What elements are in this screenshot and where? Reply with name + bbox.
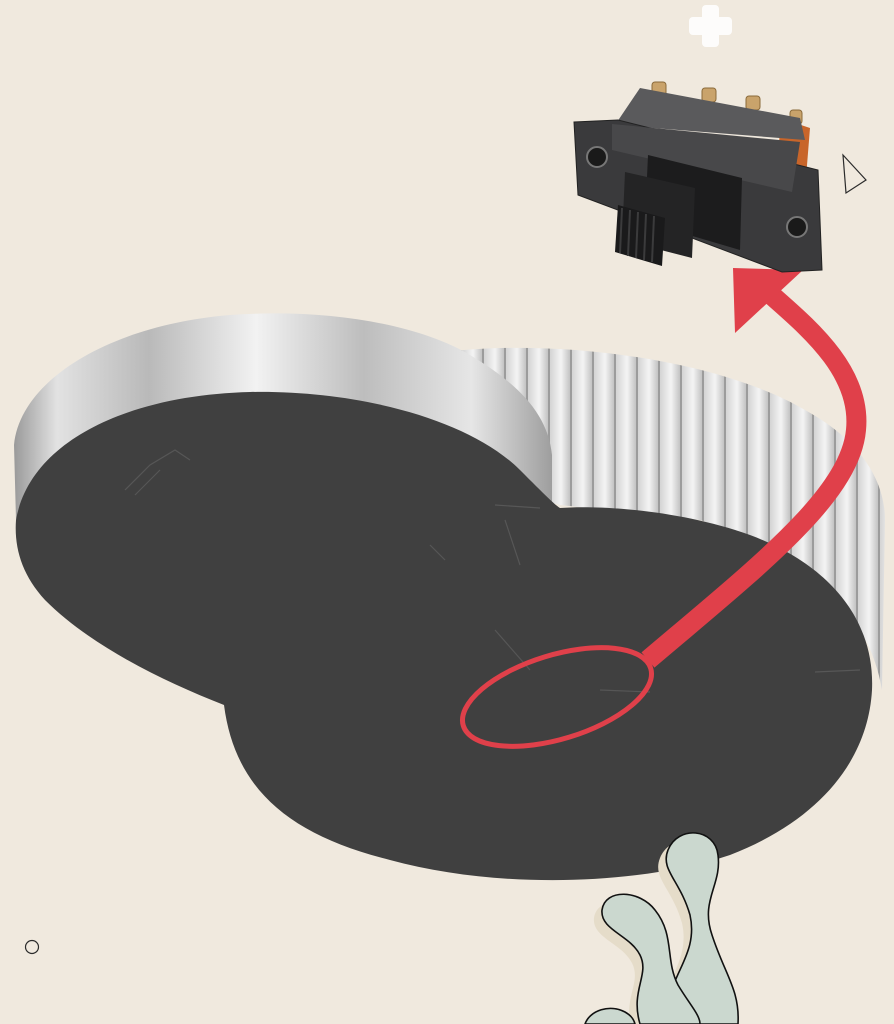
mount-hole-right xyxy=(787,217,807,237)
mount-hole-left xyxy=(587,147,607,167)
switch-knob xyxy=(615,172,695,266)
